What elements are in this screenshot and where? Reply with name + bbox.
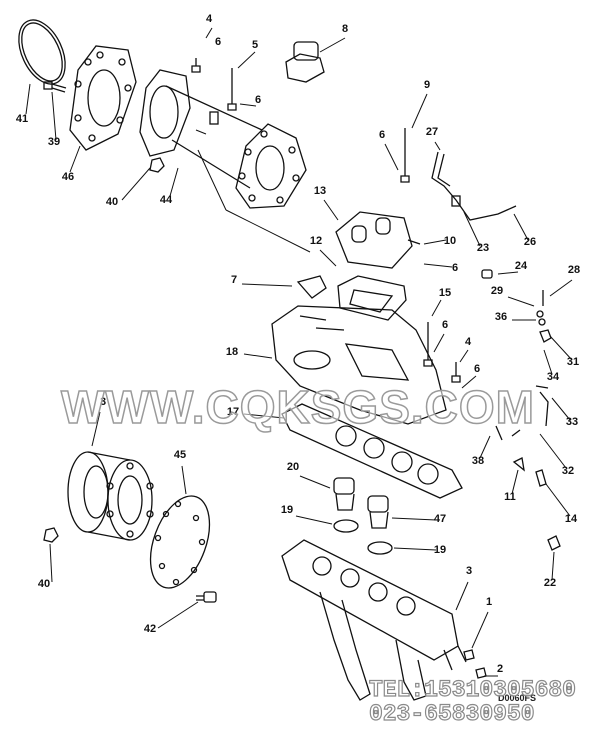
callout-c4b: 4 [465,336,472,348]
callout-c47: 47 [434,513,446,525]
callout-c13: 13 [314,185,326,197]
callout-c6c: 6 [379,129,385,141]
callout-c4a: 4 [206,13,213,25]
callout-c17: 17 [227,406,239,418]
part-plug-washer [463,649,487,679]
callout-c41: 41 [16,113,28,125]
callout-c31: 31 [567,356,579,368]
callout-c40b: 40 [38,578,50,590]
part-tube-assembly [431,151,517,221]
callout-c33: 33 [566,416,578,428]
part-thermostats [333,477,393,555]
part-flange-plate-left [69,45,137,151]
contact-phone: TEL:15310305680 [368,677,576,703]
callout-c6b: 6 [255,94,261,106]
callout-c6d: 6 [452,262,458,274]
part-gasket-17 [281,403,463,499]
callout-c19a: 19 [281,504,293,516]
callout-c2: 2 [497,663,503,675]
callout-c46: 46 [62,171,74,183]
part-screw [43,81,67,93]
watermark-text: WWW.CQKSGS.COM [60,380,535,434]
part-o-ring [18,19,66,85]
contact-phone-2: 023-65830950 [368,701,535,727]
part-lower-manifold [281,539,467,701]
callout-c20: 20 [287,461,299,473]
callout-c34: 34 [547,371,560,383]
callout-c15: 15 [439,287,451,299]
part-nut-upper [149,157,165,173]
callout-c1: 1 [486,596,492,608]
part-small-fasteners [481,269,552,389]
callout-c6e: 6 [442,319,448,331]
part-pipe-clips [495,391,549,441]
part-studs-right [423,322,461,383]
drawing-code: D0060FS [498,693,537,703]
callout-c38: 38 [472,455,484,467]
callout-c5: 5 [252,39,258,51]
callout-c7: 7 [231,274,237,286]
callout-c9: 9 [424,79,430,91]
callout-c22: 22 [544,577,556,589]
part-studs-upper [191,58,237,111]
part-housing-18 [271,305,447,425]
callout-c24: 24 [515,260,528,272]
callout-c11: 11 [504,491,516,503]
leader-lines [25,27,573,677]
callout-c32: 32 [562,465,574,477]
part-flange-assembly-left [67,451,154,541]
callout-c6f: 6 [474,363,480,375]
callout-c29: 29 [491,285,503,297]
callout-c28: 28 [568,264,580,276]
part-outlet-elbow [285,41,325,83]
callout-c3a: 3 [100,396,106,408]
callout-c14: 14 [565,513,578,525]
callout-c26: 26 [524,236,536,248]
callout-c6a: 6 [215,36,221,48]
callout-c39: 39 [48,136,60,148]
callout-c18: 18 [226,346,238,358]
callout-c36: 36 [495,311,507,323]
callout-c10: 10 [444,235,456,247]
callout-c40a: 40 [106,196,118,208]
callout-c27: 27 [426,126,438,138]
callout-c45: 45 [174,449,186,461]
callout-c8: 8 [342,23,348,35]
callout-c19b: 19 [434,544,446,556]
callout-c44: 44 [160,194,173,206]
callout-c3b: 3 [466,565,472,577]
part-bolt-42 [196,591,217,603]
contact-block: TEL:15310305680 023-65830950 [368,677,576,727]
part-flanged-pipe [139,69,307,209]
callout-c23: 23 [477,242,489,254]
part-nut-lower [43,527,59,543]
part-gasket-7 [296,275,327,299]
part-thermostat-housing [335,211,421,269]
part-cover-plate [149,495,211,589]
part-clips-lower [512,457,561,551]
part-long-bolt [400,128,410,183]
callout-c42: 42 [144,623,156,635]
callout-c12: 12 [310,235,322,247]
